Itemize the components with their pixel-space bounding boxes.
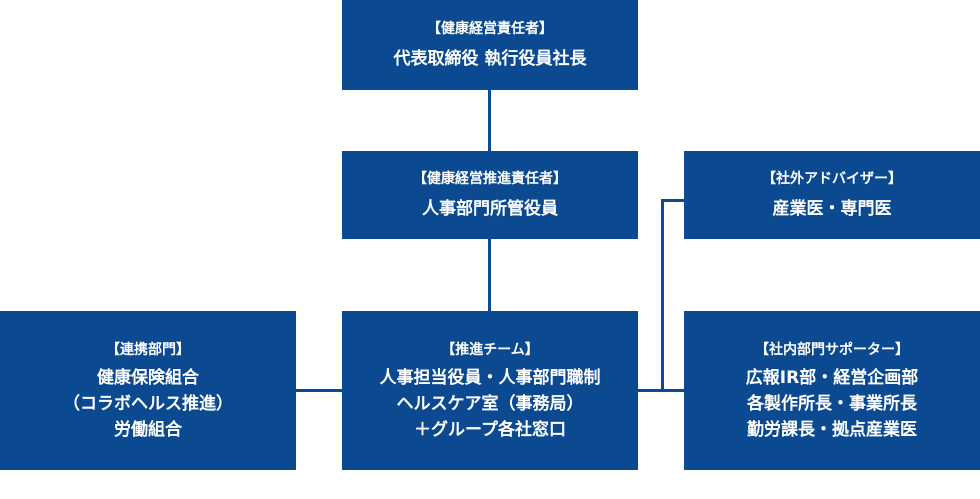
- box-line: 人事部門所管役員: [422, 199, 558, 219]
- external-advisor-box: 【社外アドバイザー】 産業医・専門医: [684, 151, 980, 239]
- internal-supporters-box: 【社内部門サポーター】 広報IR部・経営企画部 各製作所長・事業所長 勤労課長・…: [684, 311, 980, 470]
- box-line: 各製作所長・事業所長: [747, 393, 917, 414]
- box-line: 健康保険組合: [97, 367, 199, 388]
- connector-top-to-middle: [488, 90, 491, 151]
- partner-departments-box: 【連携部門】 健康保険組合 （コラボヘルス推進） 労働組合: [0, 311, 296, 470]
- connector-bracket-vertical: [661, 199, 664, 392]
- health-management-officer-box: 【健康経営責任者】 代表取締役 執行役員社長: [342, 0, 638, 90]
- box-heading: 【連携部門】: [106, 341, 190, 358]
- box-heading: 【社内部門サポーター】: [755, 341, 909, 358]
- box-line: 勤労課長・拠点産業医: [747, 419, 917, 440]
- box-heading: 【推進チーム】: [441, 341, 539, 358]
- connector-left-to-center: [296, 389, 342, 392]
- box-line: ヘルスケア室（事務局）: [396, 393, 584, 414]
- connector-middle-to-center: [488, 239, 491, 311]
- box-heading: 【健康経営責任者】: [427, 21, 553, 37]
- box-line: 人事担当役員・人事部門職制: [379, 367, 601, 388]
- box-line: ＋グループ各社窓口: [414, 419, 566, 440]
- health-management-promotion-officer-box: 【健康経営推進責任者】 人事部門所管役員: [342, 151, 638, 239]
- box-line: 代表取締役 執行役員社長: [393, 49, 587, 69]
- promotion-team-box: 【推進チーム】 人事担当役員・人事部門職制 ヘルスケア室（事務局） ＋グループ各…: [342, 311, 638, 470]
- connector-bracket-to-advisor: [661, 199, 684, 202]
- box-heading: 【社外アドバイザー】: [762, 171, 902, 187]
- box-line: 産業医・専門医: [772, 199, 892, 219]
- box-line: 労働組合: [114, 419, 182, 440]
- box-line: （コラボヘルス推進）: [63, 393, 233, 414]
- box-heading: 【健康経営推進責任者】: [413, 171, 567, 187]
- box-line: 広報IR部・経営企画部: [745, 367, 919, 388]
